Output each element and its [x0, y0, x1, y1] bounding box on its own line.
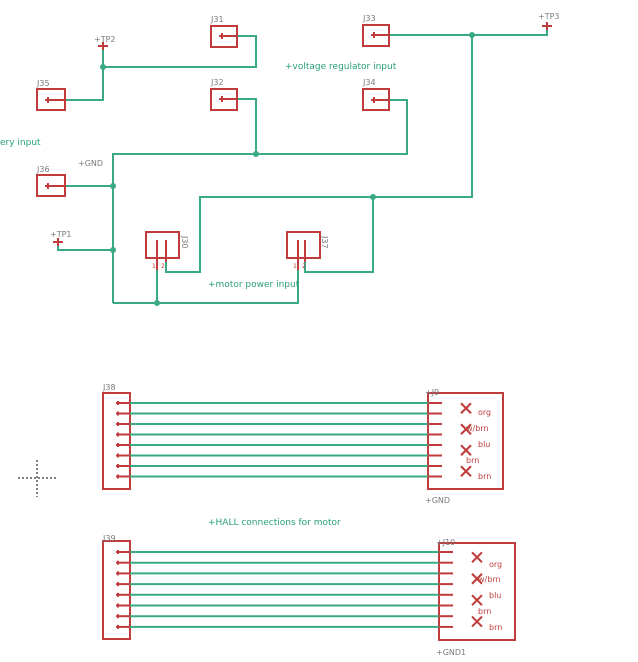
no-connect-mark	[460, 465, 472, 477]
svg-text:J39: J39	[102, 534, 116, 543]
svg-text:J32: J32	[210, 78, 224, 87]
svg-text:+TP1: +TP1	[50, 230, 72, 239]
svg-text:brn: brn	[478, 607, 491, 616]
svg-text:J34: J34	[362, 78, 376, 87]
no-connect-mark	[471, 573, 483, 585]
connector-j10: +J10 +GND1 org w/brn blu brn brn	[436, 538, 516, 657]
svg-text:brn: brn	[466, 456, 479, 465]
no-connect-mark	[471, 615, 483, 628]
svg-text:org: org	[489, 560, 502, 569]
no-connect-mark	[460, 423, 472, 435]
jumper-j36: J36	[36, 165, 66, 197]
connector-j9: +J9 +GND org w/brn blu brn brn	[425, 388, 504, 505]
svg-text:+J9: +J9	[425, 388, 439, 397]
battery-input-label: ery input	[0, 138, 41, 148]
no-connect-mark	[471, 551, 483, 564]
jumper-j33: J33	[362, 14, 390, 47]
svg-text:+TP2: +TP2	[94, 35, 116, 44]
crosshair-cursor-icon	[18, 460, 56, 497]
svg-text:blu: blu	[489, 591, 501, 600]
svg-text:+J10: +J10	[436, 538, 455, 547]
header-j38: J38	[102, 383, 131, 490]
header-j39: J39	[102, 534, 131, 640]
junctions	[100, 32, 475, 306]
voltage-regulator-input-label: +voltage regulator input	[285, 62, 397, 72]
svg-text:org: org	[478, 408, 491, 417]
jumper-j31: J31	[210, 15, 238, 48]
svg-text:+GND1: +GND1	[436, 648, 466, 657]
svg-text:2: 2	[302, 263, 306, 270]
power-nets	[57, 28, 548, 304]
bus-wires-bottom	[130, 551, 439, 628]
bus-wires-top	[130, 402, 428, 478]
svg-text:1: 1	[152, 263, 156, 270]
jumper-j32: J32	[210, 78, 238, 111]
svg-text:J36: J36	[36, 165, 50, 174]
test-point-tp2: +TP2	[94, 35, 116, 50]
svg-text:J33: J33	[362, 14, 376, 23]
no-connect-mark	[471, 594, 483, 606]
svg-text:brn: brn	[478, 472, 491, 481]
svg-text:2: 2	[161, 263, 165, 270]
jumper-j34: J34	[362, 78, 390, 111]
svg-text:w/brn: w/brn	[466, 424, 489, 433]
svg-text:+TP3: +TP3	[538, 12, 560, 21]
gnd-label-mid: +GND	[425, 496, 450, 505]
svg-text:brn: brn	[489, 623, 502, 632]
test-point-tp1: +TP1	[50, 230, 72, 246]
svg-text:J37: J37	[320, 235, 329, 249]
svg-text:1: 1	[293, 263, 297, 270]
svg-text:J38: J38	[102, 383, 116, 392]
no-connect-mark	[460, 402, 472, 414]
svg-text:J35: J35	[36, 79, 50, 88]
no-connect-mark	[460, 444, 472, 456]
jumper-j35: J35	[36, 79, 66, 111]
test-point-tp3: +TP3	[538, 12, 560, 30]
svg-text:blu: blu	[478, 440, 490, 449]
gnd-label: +GND	[78, 159, 103, 168]
svg-text:w/brn: w/brn	[478, 575, 501, 584]
motor-power-input-label: +motor power input	[208, 280, 300, 290]
svg-text:J30: J30	[180, 235, 189, 249]
svg-text:J31: J31	[210, 15, 224, 24]
hall-connections-label: +HALL connections for motor	[208, 518, 341, 528]
